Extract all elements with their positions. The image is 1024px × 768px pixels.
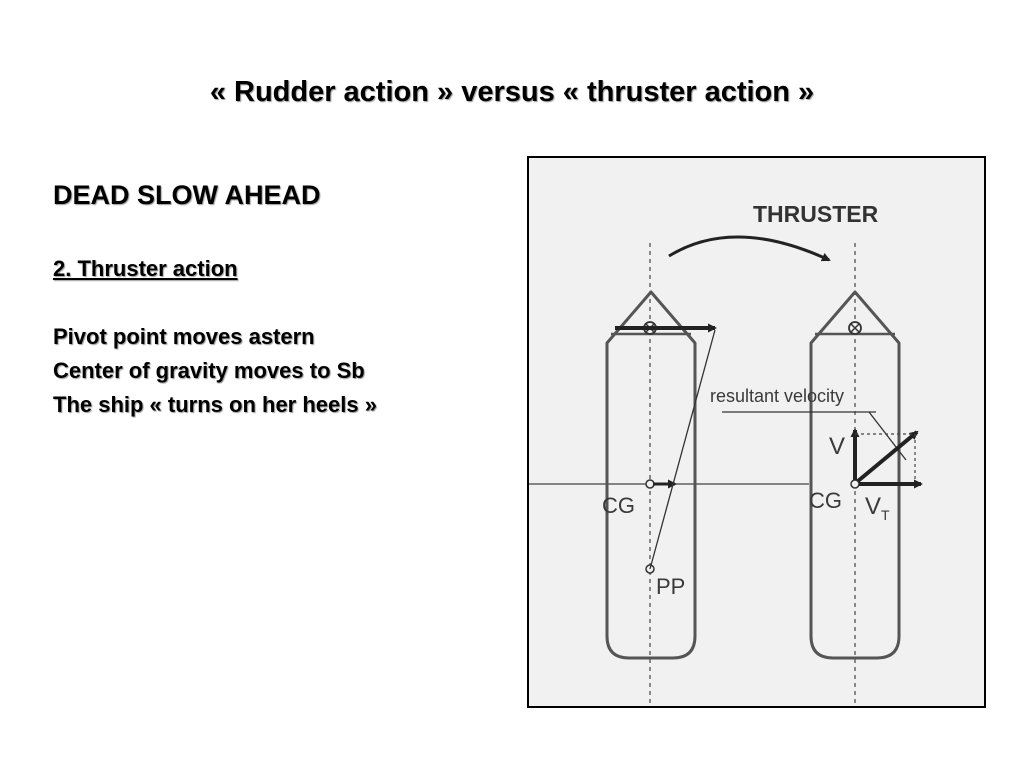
line-pivot-point: Pivot point moves astern [53, 324, 315, 349]
pp-to-bow-line [649, 329, 716, 570]
left-cg-label: CG [602, 493, 635, 518]
slide-title: « Rudder action » versus « thruster acti… [209, 76, 815, 108]
v-label: V [829, 433, 845, 460]
right-cg-label: CG [809, 488, 842, 513]
vt-label: VT [865, 493, 890, 523]
diagram-title: THRUSTER [753, 201, 879, 227]
line-turns-on-heels: The ship « turns on her heels » [53, 392, 377, 417]
left-ship-hull [605, 290, 697, 660]
diagram-svg: CG PP THRUSTER resultant velocity V CG V… [529, 201, 923, 706]
right-ship-hull [809, 290, 901, 660]
section-subheading: 2. Thruster action [53, 256, 238, 281]
bullet-lines: Pivot point moves astern Center of gravi… [53, 320, 503, 422]
resultant-velocity-label: resultant velocity [710, 386, 844, 406]
left-cg-marker [645, 479, 655, 489]
right-cg-marker [850, 479, 860, 489]
section-heading: DEAD SLOW AHEAD [53, 180, 321, 210]
content-panel: DEAD SLOW AHEAD 2. Thruster action Pivot… [53, 176, 503, 422]
line-center-of-gravity: Center of gravity moves to Sb [53, 358, 365, 383]
transfer-arrow [668, 235, 831, 262]
vt-label-main: V [865, 493, 881, 520]
vt-label-subscript: T [881, 507, 890, 523]
pp-label: PP [656, 574, 685, 599]
resultant-velocity-arrow [856, 430, 919, 483]
resultant-leader-diagonal [868, 411, 907, 461]
thruster-diagram: CG PP THRUSTER resultant velocity V CG V… [527, 156, 986, 708]
